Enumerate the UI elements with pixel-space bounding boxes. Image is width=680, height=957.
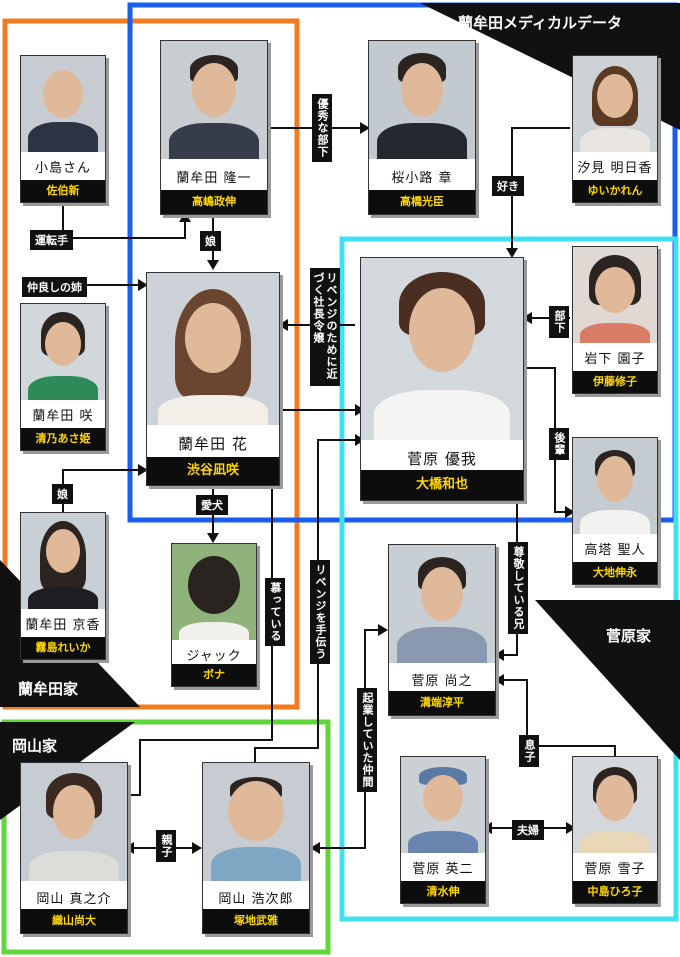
portrait-ryuichi [161, 41, 267, 159]
relation-subordinate: 部下 [549, 306, 569, 338]
actor-naoyuki: 溝端淳平 [389, 691, 495, 715]
portrait-hana [147, 273, 279, 425]
portrait-saki [21, 304, 105, 400]
name-ryuichi: 蘭牟田 隆一 [161, 167, 267, 186]
name-kojiro: 岡山 浩次郎 [203, 888, 309, 907]
name-hana: 蘭牟田 花 [147, 433, 279, 454]
actor-sakura: 高橋光臣 [369, 190, 475, 214]
name-kyoka: 蘭牟田 京香 [21, 614, 105, 633]
portrait-sakura [369, 41, 475, 159]
sugahara-family-frame [339, 236, 679, 922]
okayama-family-frame [1, 719, 331, 955]
aramuta-family-frame [2, 18, 300, 710]
portrait-kojiro [203, 763, 309, 881]
portrait-jack [172, 544, 256, 640]
name-kojima: 小島さん [21, 157, 105, 176]
name-shiomi: 汐見 明日香 [573, 157, 657, 176]
relation-excellent-subordinate: 優秀な部下 [312, 94, 332, 162]
relation-daughter-saki: 娘 [52, 484, 73, 504]
portrait-eiji [401, 757, 485, 853]
name-yukiko: 菅原 雪子 [573, 858, 657, 877]
relation-son: 息子 [519, 735, 539, 767]
medical-data-label: 蘭牟田メディカルデータ [458, 14, 622, 32]
name-shinnosuke: 岡山 真之介 [21, 888, 127, 907]
relation-parent-child: 親子 [156, 830, 176, 862]
name-iwashita: 岩下 園子 [573, 348, 657, 367]
sugahara-family-label: 菅原家 [606, 627, 652, 645]
card-sakura[interactable]: 桜小路 章 高橋光臣 [368, 40, 476, 215]
card-kyoka[interactable]: 蘭牟田 京香 霧島れいか [20, 512, 106, 660]
actor-iwashita: 伊藤修子 [573, 371, 657, 393]
sugahara-corner [535, 600, 680, 760]
relation-revenge-target: リベンジのために近づく社長令嬢 [310, 268, 340, 386]
card-yukiko[interactable]: 菅原 雪子 中島ひろ子 [572, 756, 658, 904]
relation-daughter-hana: 娘 [200, 231, 221, 251]
card-takato[interactable]: 高塔 聖人 大地伸永 [572, 437, 658, 585]
actor-yukiko: 中島ひろ子 [573, 881, 657, 903]
card-shinnosuke[interactable]: 岡山 真之介 織山尚大 [20, 762, 128, 934]
actor-shinnosuke: 織山尚大 [21, 909, 127, 933]
actor-jack: ボナ [172, 664, 256, 686]
portrait-kyoka [21, 513, 105, 609]
name-saki: 蘭牟田 咲 [21, 405, 105, 424]
okayama-family-label: 岡山家 [12, 737, 58, 755]
relation-likes: 好き [492, 176, 524, 196]
relation-startup-mate: 起業していた仲間 [357, 688, 377, 792]
actor-kojima: 佐伯新 [21, 180, 105, 202]
name-takato: 高塔 聖人 [573, 539, 657, 558]
portrait-takato [573, 438, 657, 534]
card-naoyuki[interactable]: 菅原 尚之 溝端淳平 [388, 544, 496, 716]
card-kojima[interactable]: 小島さん 佐伯新 [20, 55, 106, 203]
relation-driver: 運転手 [30, 230, 73, 250]
actor-yuga: 大橋和也 [361, 470, 523, 500]
actor-shiomi: ゆいかれん [573, 180, 657, 202]
portrait-shinnosuke [21, 763, 127, 881]
actor-eiji: 清水伸 [401, 881, 485, 903]
name-yuga: 菅原 優我 [361, 448, 523, 469]
relation-admired-brother: 尊敬している兄 [508, 542, 528, 634]
card-yuga[interactable]: 菅原 優我 大橋和也 [360, 257, 524, 501]
card-iwashita[interactable]: 岩下 園子 伊藤修子 [572, 246, 658, 394]
relation-couple: 夫婦 [512, 820, 544, 840]
actor-ryuichi: 高嶋政伸 [161, 190, 267, 214]
portrait-iwashita [573, 247, 657, 343]
portrait-shiomi [573, 56, 657, 152]
portrait-kojima [21, 56, 105, 152]
actor-hana: 渋谷凪咲 [147, 457, 279, 485]
card-ryuichi[interactable]: 蘭牟田 隆一 高嶋政伸 [160, 40, 268, 215]
aramuta-family-label: 蘭牟田家 [18, 680, 79, 698]
card-jack[interactable]: ジャック ボナ [171, 543, 257, 687]
card-saki[interactable]: 蘭牟田 咲 清乃あさ姫 [20, 303, 106, 451]
name-eiji: 菅原 英二 [401, 858, 485, 877]
name-naoyuki: 菅原 尚之 [389, 670, 495, 689]
actor-takato: 大地伸永 [573, 562, 657, 584]
actor-kyoka: 霧島れいか [21, 637, 105, 659]
portrait-yuga [361, 258, 523, 440]
portrait-yukiko [573, 757, 657, 853]
portrait-naoyuki [389, 545, 495, 663]
relation-adore: 慕っている [265, 578, 285, 646]
relation-revenge-help: リベンジを手伝う [310, 560, 330, 664]
card-kojiro[interactable]: 岡山 浩次郎 塚地武雅 [202, 762, 310, 934]
name-jack: ジャック [172, 645, 256, 664]
name-sakura: 桜小路 章 [369, 167, 475, 186]
actor-saki: 清乃あさ姫 [21, 428, 105, 450]
card-eiji[interactable]: 菅原 英二 清水伸 [400, 756, 486, 904]
actor-kojiro: 塚地武雅 [203, 909, 309, 933]
card-shiomi[interactable]: 汐見 明日香 ゆいかれん [572, 55, 658, 203]
card-hana[interactable]: 蘭牟田 花 渋谷凪咲 [146, 272, 280, 486]
relation-pet: 愛犬 [196, 495, 228, 515]
relation-junior: 後輩 [549, 428, 569, 460]
relation-friend-sister: 仲良しの姉 [22, 277, 87, 297]
